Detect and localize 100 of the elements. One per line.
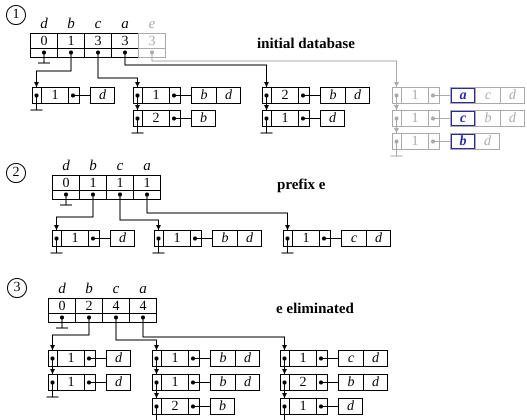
- pointer-arrow: [98, 58, 140, 88]
- caption-text: prefix e: [277, 177, 326, 194]
- count-value: 1: [58, 351, 85, 366]
- list-element: [48, 350, 96, 367]
- count-value: 1: [162, 351, 189, 366]
- item-label: c: [350, 231, 358, 246]
- item-label: e: [148, 17, 156, 32]
- itemset-box: [210, 398, 235, 415]
- item-label: b: [328, 88, 338, 103]
- item-label: d: [118, 231, 127, 246]
- item-label: d: [57, 282, 67, 297]
- count-value: 0: [53, 176, 79, 191]
- list-element: [133, 87, 181, 104]
- count-value: 1: [162, 375, 189, 390]
- item-label: b: [84, 282, 94, 297]
- item-label: b: [346, 375, 356, 390]
- item-label: a: [120, 17, 130, 32]
- step-number: 2: [6, 163, 26, 183]
- count-value: 2: [76, 299, 102, 314]
- count-value: 1: [58, 375, 85, 390]
- pointer-arrow: [154, 366, 159, 374]
- pointer-arrow: [54, 200, 94, 230]
- item-label: b: [88, 159, 98, 174]
- count-value: 1: [107, 176, 133, 191]
- pointer-arrow: [34, 58, 72, 88]
- count-value: 1: [402, 134, 429, 149]
- count-value: 1: [80, 176, 106, 191]
- count-value: 3: [139, 34, 165, 49]
- itemset-box: [341, 230, 391, 247]
- item-label: d: [114, 375, 123, 390]
- step-number: 3: [7, 278, 27, 298]
- pointer-arrow: [282, 366, 287, 374]
- item-label: d: [236, 231, 261, 246]
- count-value: 0: [49, 299, 75, 314]
- count-value: 3: [112, 34, 138, 49]
- list-element: [32, 87, 80, 104]
- count-value: 3: [85, 34, 111, 49]
- item-label: d: [366, 231, 390, 246]
- item-label: b: [199, 88, 208, 103]
- itemset-box: [338, 398, 363, 415]
- list-element: [392, 133, 440, 150]
- list-element: [133, 110, 181, 127]
- list-element: [283, 230, 331, 247]
- itemset-box: [90, 87, 115, 104]
- count-value: 2: [143, 111, 170, 126]
- list-element: [280, 398, 328, 415]
- itemset-box: [210, 350, 260, 367]
- pointer-arrow: [152, 58, 399, 88]
- count-value: 1: [62, 231, 89, 246]
- item-label: d: [98, 88, 107, 103]
- pointer-arrow: [394, 104, 399, 110]
- item-label: d: [362, 375, 387, 390]
- item-label: b: [220, 231, 230, 246]
- itemset-box: [450, 87, 525, 104]
- itemset-box: [110, 230, 135, 247]
- list-element: [392, 87, 440, 104]
- itemset-box: [338, 374, 388, 391]
- item-label: d: [114, 351, 123, 366]
- itemset-box: [106, 350, 131, 367]
- item-label: b: [66, 17, 76, 32]
- count-value: 1: [290, 399, 317, 414]
- item-label: d: [234, 351, 259, 366]
- count-value: 1: [402, 111, 429, 126]
- item-label: c: [475, 88, 500, 103]
- pointer-arrow: [154, 390, 159, 398]
- count-value: 2: [162, 399, 189, 414]
- count-value: 1: [42, 88, 69, 103]
- count-value: 4: [103, 299, 129, 314]
- count-value: 0: [31, 34, 57, 49]
- pointer-arrow: [146, 200, 290, 230]
- item-label: c: [346, 351, 356, 366]
- itemset-box: [320, 110, 345, 127]
- pointer-arrow: [116, 322, 159, 350]
- pointer-arrow: [50, 366, 55, 374]
- step-number: 1: [6, 5, 26, 25]
- item-label: a: [142, 159, 152, 174]
- caption-text: e eliminated: [276, 301, 354, 318]
- list-element: [392, 110, 440, 127]
- pointer-arrow: [120, 200, 161, 230]
- itemset-box: [210, 374, 260, 391]
- count-value: 1: [164, 231, 191, 246]
- count-value: 1: [293, 231, 320, 246]
- item-label: b: [218, 375, 228, 390]
- itemset-box: [212, 230, 262, 247]
- caption-text: initial database: [257, 36, 355, 53]
- item-label: b: [199, 111, 208, 126]
- item-label: b: [451, 134, 475, 149]
- count-value: 1: [143, 88, 170, 103]
- item-label: d: [234, 375, 259, 390]
- list-element: [154, 230, 202, 247]
- item-label: b: [218, 351, 228, 366]
- item-label: d: [61, 159, 71, 174]
- list-element: [280, 374, 328, 391]
- itemset-box: [191, 110, 216, 127]
- item-label: b: [218, 399, 227, 414]
- item-label: d: [216, 88, 240, 103]
- pointer-arrow: [264, 104, 269, 110]
- item-label: d: [474, 134, 499, 149]
- item-label: a: [451, 88, 476, 103]
- item-label: c: [94, 17, 102, 32]
